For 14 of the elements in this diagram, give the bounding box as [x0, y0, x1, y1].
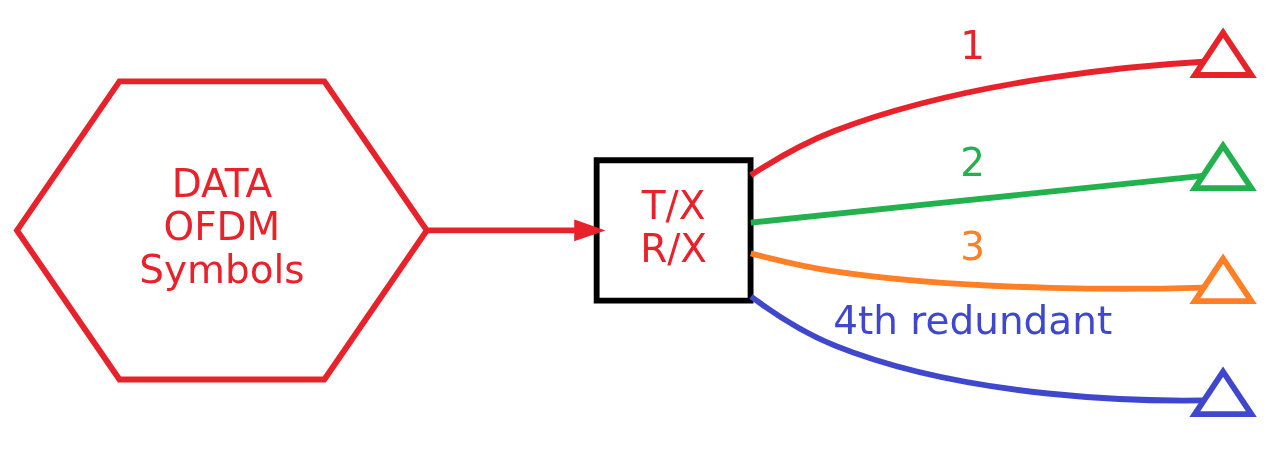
connector	[749, 293, 1204, 403]
edge-label: 3	[960, 223, 986, 269]
connector	[750, 250, 1204, 292]
edge-label: 4th redundant	[833, 297, 1113, 343]
edge-label: 1	[960, 22, 986, 68]
connector	[750, 172, 1203, 226]
connector	[749, 58, 1204, 178]
node-triangle	[1189, 26, 1257, 78]
node-triangle	[1189, 365, 1257, 417]
node-triangle	[1189, 252, 1257, 304]
node-box: T/X R/X	[593, 156, 754, 303]
arrow	[427, 219, 606, 241]
node-triangle	[1189, 139, 1257, 191]
edge-label: 2	[960, 139, 986, 185]
